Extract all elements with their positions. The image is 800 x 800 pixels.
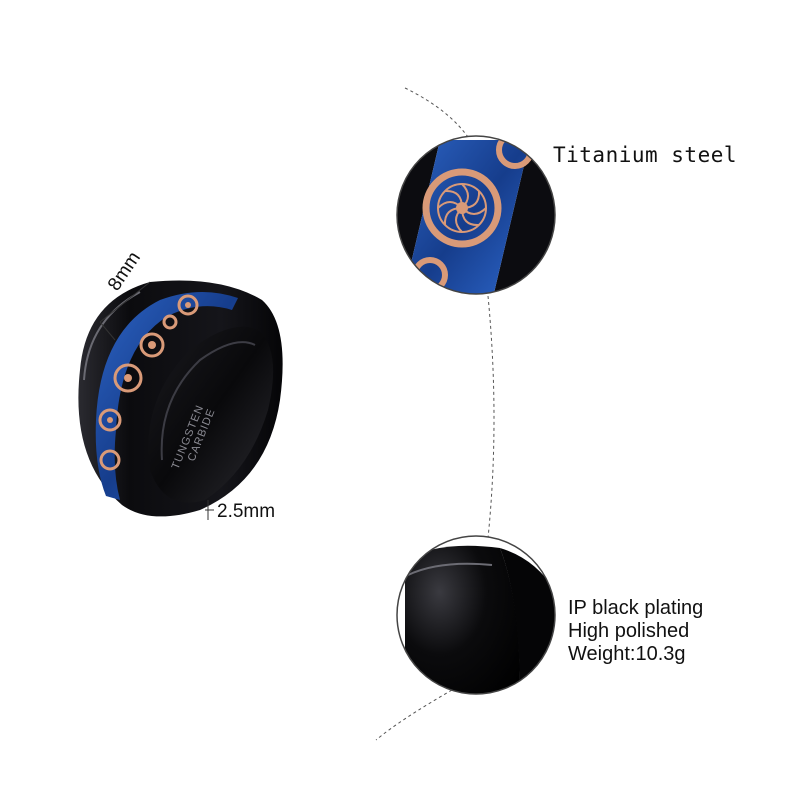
band-detail-border [396,535,556,695]
band-detail-circle [397,536,555,694]
band-spec-list: IP black plating High polished Weight:10… [568,597,703,666]
guide-arc [404,87,471,141]
spec-plating: IP black plating [568,597,704,619]
width-dimension-line [99,281,151,341]
ring-illustration: TUNGSTEN CARBIDE [78,280,283,517]
spec-weight: Weight:10.3g [568,643,686,665]
inlay-detail-circle [397,136,555,294]
guide-arc [487,295,495,539]
material-label: Titanium steel [553,143,738,167]
thickness-label: 2.5mm [217,501,276,522]
thickness-dimension-line [205,500,214,520]
inlay-detail-border [396,135,556,295]
spec-finish: High polished [568,620,690,642]
guide-arc [375,689,453,741]
